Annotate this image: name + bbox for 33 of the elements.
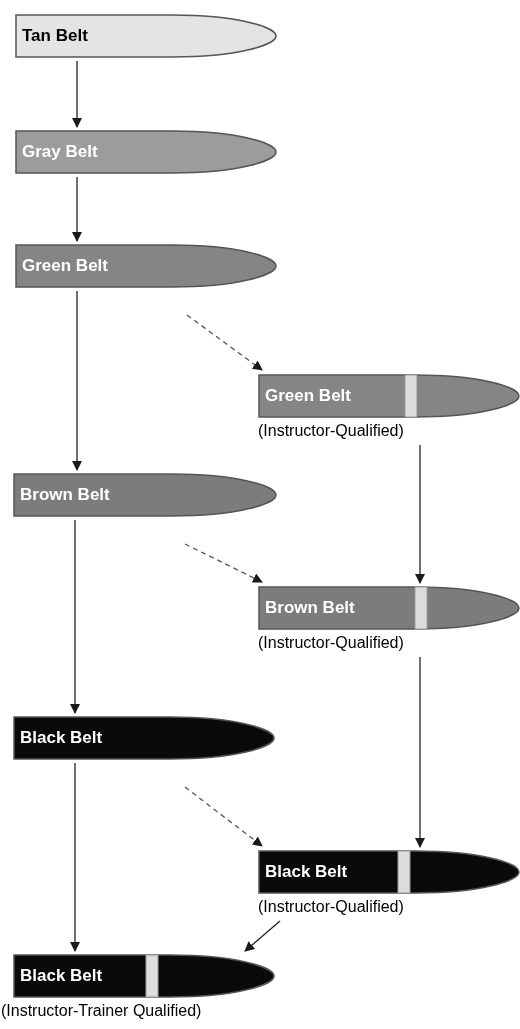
arrow bbox=[70, 519, 80, 714]
belt-shape bbox=[258, 850, 520, 894]
belt-shape bbox=[13, 473, 277, 517]
belt-shape bbox=[15, 14, 277, 58]
belt-label: Green Belt bbox=[21, 255, 108, 278]
belt-label: Gray Belt bbox=[21, 141, 98, 164]
belt-label: Brown Belt bbox=[264, 597, 355, 620]
arrow bbox=[415, 444, 425, 584]
belt-shape bbox=[13, 954, 275, 998]
dashed-arrow bbox=[186, 314, 263, 371]
dashed-arrow bbox=[184, 786, 263, 847]
dashed-arrow bbox=[184, 543, 263, 583]
belt-caption: (Instructor-Qualified) bbox=[258, 421, 404, 441]
arrow bbox=[72, 176, 82, 242]
belt-label: Black Belt bbox=[19, 965, 103, 988]
belt-shape bbox=[15, 130, 277, 174]
belt-label: Green Belt bbox=[264, 385, 351, 408]
arrow bbox=[72, 60, 82, 128]
arrow bbox=[72, 290, 82, 471]
arrow bbox=[244, 920, 281, 952]
belt-caption: (Instructor-Qualified) bbox=[258, 897, 404, 917]
belt-shape bbox=[13, 716, 275, 760]
belt-label: Black Belt bbox=[264, 861, 348, 884]
belt-shape bbox=[258, 586, 520, 630]
belt-caption: (Instructor-Qualified) bbox=[258, 633, 404, 653]
belt-label: Tan Belt bbox=[21, 25, 88, 48]
belt-label: Black Belt bbox=[19, 727, 103, 750]
arrow bbox=[415, 656, 425, 848]
belt-shape bbox=[15, 244, 277, 288]
belt-shape bbox=[258, 374, 520, 418]
arrow bbox=[70, 762, 80, 952]
belt-label: Brown Belt bbox=[19, 484, 110, 507]
belt-caption: (Instructor-Trainer Qualified) bbox=[1, 1001, 202, 1021]
